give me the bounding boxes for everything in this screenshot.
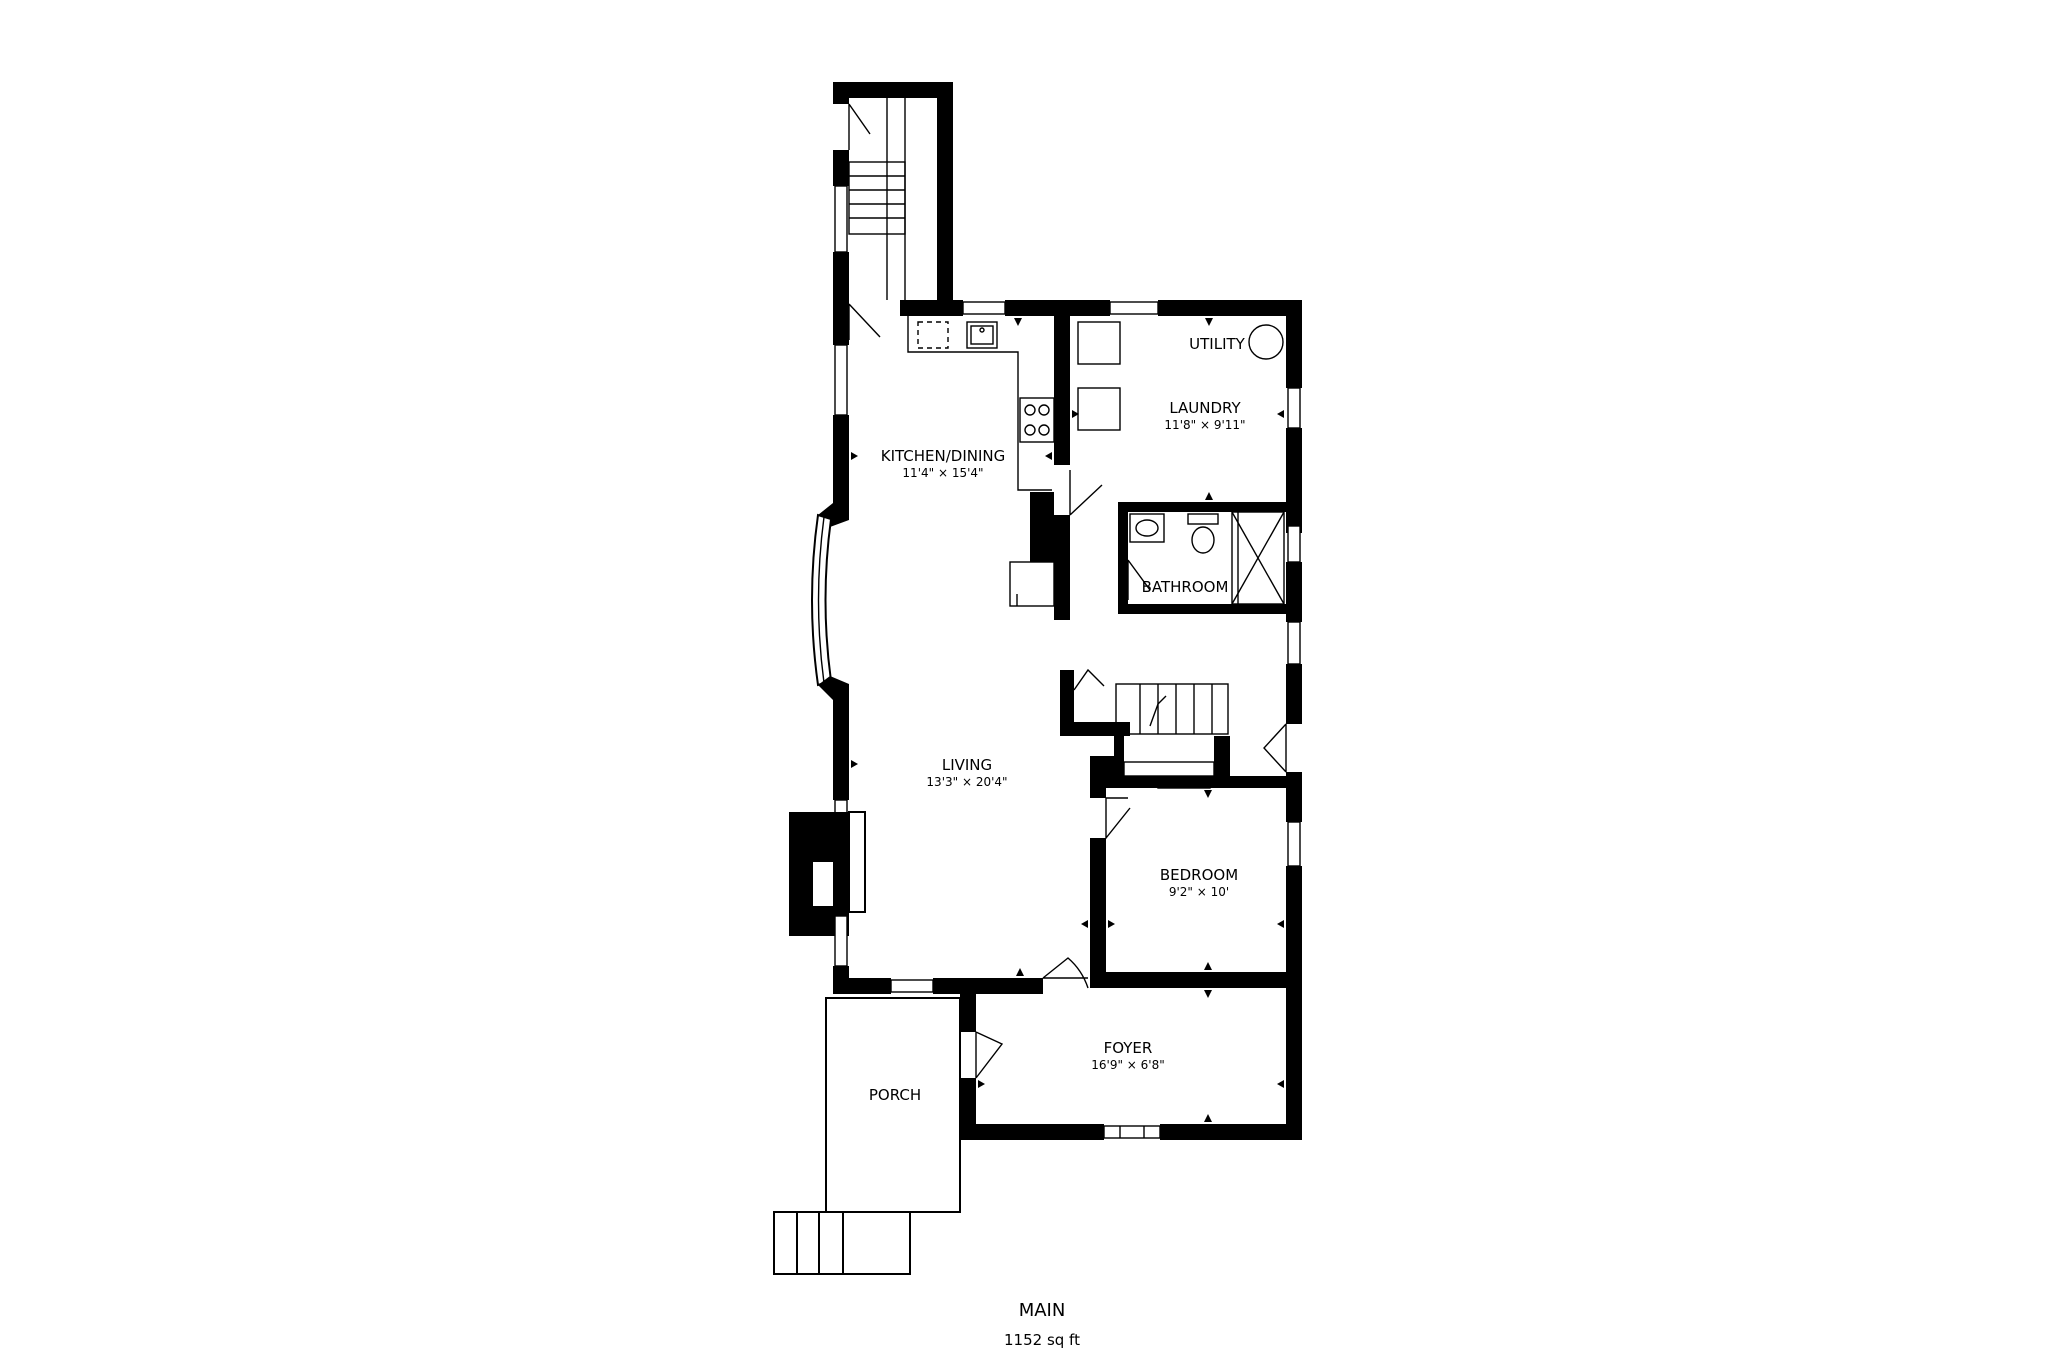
basement-stairs	[1060, 668, 1302, 788]
floor-area: 1152 sq ft	[1004, 1331, 1080, 1349]
foyer-label: FOYER	[1104, 1039, 1153, 1057]
utility-label: UTILITY	[1189, 335, 1246, 353]
interior-walls	[1054, 300, 1103, 620]
laundry-dims: 11'8" × 9'11"	[1164, 418, 1245, 432]
laundry	[1070, 300, 1302, 523]
bedroom-label: BEDROOM	[1160, 866, 1238, 884]
living-south-wall	[833, 957, 1089, 994]
floor-caption: MAIN 1152 sq ft	[1004, 1300, 1080, 1349]
bedroom	[1090, 777, 1302, 988]
floor-name: MAIN	[1019, 1300, 1066, 1321]
living-dims: 13'3" × 20'4"	[926, 775, 1007, 789]
foyer-dims: 16'9" × 6'8"	[1091, 1058, 1165, 1072]
porch-label: PORCH	[869, 1086, 921, 1104]
east-walls	[1263, 621, 1302, 822]
bathroom-label: BATHROOM	[1142, 578, 1229, 596]
kitchen-dining-label: KITCHEN/DINING	[881, 447, 1006, 465]
foyer	[960, 988, 1302, 1140]
bathroom	[1118, 502, 1302, 622]
laundry-label: LAUNDRY	[1169, 399, 1241, 417]
room-labels: KITCHEN/DINING 11'4" × 15'4" UTILITY LAU…	[869, 335, 1246, 1104]
bedroom-dims: 9'2" × 10'	[1169, 885, 1229, 899]
living-label: LIVING	[942, 756, 992, 774]
porch	[773, 997, 961, 1275]
kitchen-dining-dims: 11'4" × 15'4"	[902, 466, 983, 480]
west-walls	[789, 300, 866, 994]
dimension-markers	[851, 318, 1284, 1122]
